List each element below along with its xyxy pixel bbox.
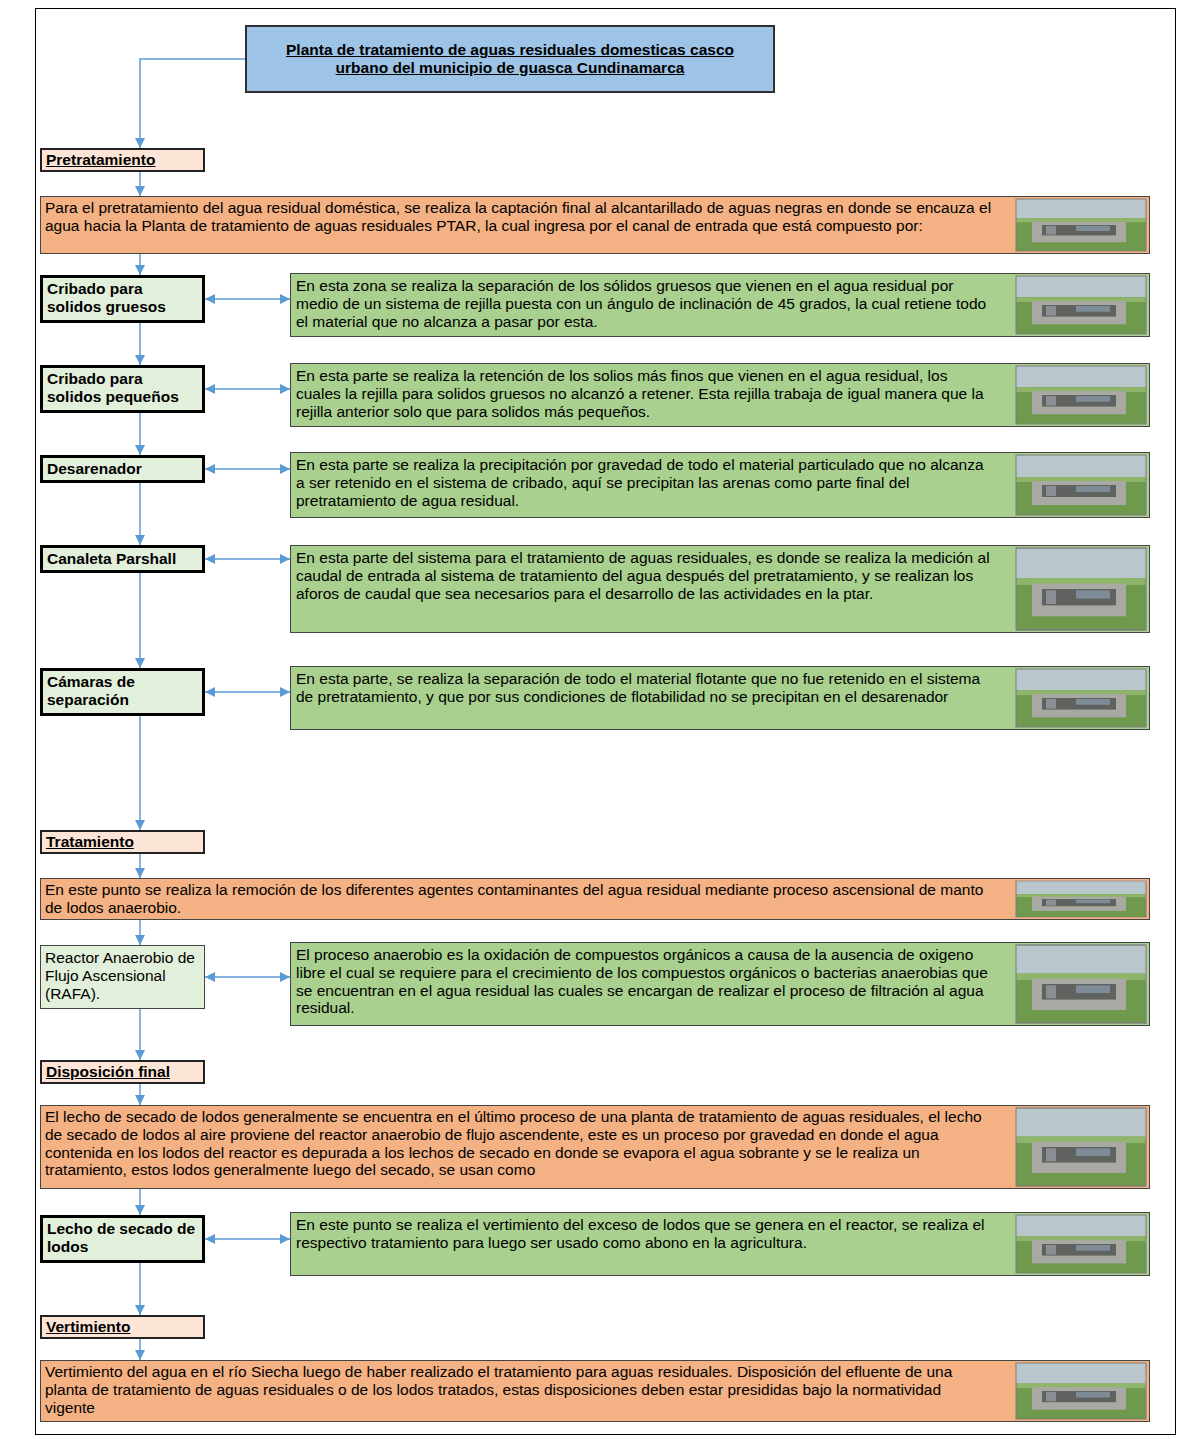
- flow-arrow: [139, 483, 141, 545]
- stage-description: Vertimiento del agua en el río Siecha lu…: [40, 1360, 1150, 1422]
- photo-illustration: [1016, 881, 1146, 917]
- stage-header: Disposición final: [40, 1060, 205, 1084]
- flow-arrow: [205, 976, 290, 978]
- flow-arrow: [205, 558, 290, 560]
- process-box: Cribado para solidos gruesos: [40, 275, 205, 323]
- stage-header: Pretratamiento: [40, 148, 205, 172]
- process-description: El proceso anaerobio es la oxidación de …: [290, 942, 1150, 1026]
- flow-arrow: [139, 413, 141, 455]
- flow-arrow: [139, 716, 141, 830]
- node-text: En este punto se realiza el vertimiento …: [296, 1216, 995, 1252]
- node-text: En esta parte se realiza la retención de…: [296, 367, 995, 420]
- process-description: En esta parte, se realiza la separación …: [290, 666, 1150, 730]
- node-text: Cámaras de separación: [47, 673, 198, 709]
- flow-arrow: [139, 1009, 141, 1060]
- flow-arrow: [205, 468, 290, 470]
- photo-illustration: [1016, 1215, 1146, 1273]
- photo-illustration: [1016, 1363, 1146, 1419]
- node-text: Canaleta Parshall: [47, 550, 198, 568]
- node-text: Planta de tratamiento de aguas residuale…: [261, 41, 759, 77]
- photo-illustration: [1016, 199, 1146, 251]
- stage-description: Para el pretratamiento del agua residual…: [40, 196, 1150, 254]
- photo-illustration: [1016, 1108, 1146, 1186]
- node-text: Vertimiento del agua en el río Siecha lu…: [45, 1363, 995, 1416]
- photo-illustration: [1016, 276, 1146, 334]
- photo-illustration: [1016, 548, 1146, 630]
- flow-arrow: [139, 1263, 141, 1315]
- node-text: En esta parte del sistema para el tratam…: [296, 549, 995, 602]
- stage-header: Vertimiento: [40, 1315, 205, 1339]
- node-text: Pretratamiento: [46, 151, 199, 169]
- process-description: En esta parte se realiza la retención de…: [290, 363, 1150, 427]
- process-box: Lecho de secado de lodos: [40, 1215, 205, 1263]
- flow-arrow: [139, 854, 141, 878]
- flow-arrow: [139, 920, 141, 945]
- flow-arrow: [139, 323, 141, 365]
- flow-arrow: [139, 172, 141, 196]
- photo-illustration: [1016, 366, 1146, 424]
- flow-arrow: [205, 298, 290, 300]
- node-text: Tratamiento: [46, 833, 199, 851]
- flow-arrow: [139, 573, 141, 668]
- node-text: El proceso anaerobio es la oxidación de …: [296, 946, 995, 1017]
- flow-arrow: [139, 1084, 141, 1105]
- process-box: Canaleta Parshall: [40, 545, 205, 573]
- process-description: En esta parte del sistema para el tratam…: [290, 545, 1150, 633]
- node-text: En este punto se realiza la remoción de …: [45, 881, 995, 917]
- node-text: Disposición final: [46, 1063, 199, 1081]
- node-text: Cribado para solidos pequeños: [47, 370, 198, 406]
- flow-arrow: [205, 1238, 290, 1240]
- photo-illustration: [1016, 945, 1146, 1023]
- process-box: Desarenador: [40, 455, 205, 483]
- page-frame: [36, 9, 1176, 1435]
- flow-arrow: [139, 1189, 141, 1215]
- stage-description: El lecho de secado de lodos generalmente…: [40, 1105, 1150, 1189]
- stage-header: Tratamiento: [40, 830, 205, 854]
- stage-description: En este punto se realiza la remoción de …: [40, 878, 1150, 920]
- flow-arrow: [205, 388, 290, 390]
- node-text: En esta parte, se realiza la separación …: [296, 670, 995, 706]
- flow-arrow: [139, 254, 141, 275]
- photo-illustration: [1016, 455, 1146, 515]
- node-text: Cribado para solidos gruesos: [47, 280, 198, 316]
- node-text: Desarenador: [47, 460, 198, 478]
- process-box: Cámaras de separación: [40, 668, 205, 716]
- node-text: El lecho de secado de lodos generalmente…: [45, 1108, 995, 1179]
- node-text: Lecho de secado de lodos: [47, 1220, 198, 1256]
- process-description: En este punto se realiza el vertimiento …: [290, 1212, 1150, 1276]
- node-text: En esta parte se realiza la precipitació…: [296, 456, 995, 509]
- process-description: En esta parte se realiza la precipitació…: [290, 452, 1150, 518]
- node-text: En esta zona se realiza la separación de…: [296, 277, 995, 330]
- node-text: Vertimiento: [46, 1318, 199, 1336]
- flow-arrow: [205, 691, 290, 693]
- photo-illustration: [1016, 669, 1146, 727]
- process-description: En esta zona se realiza la separación de…: [290, 273, 1150, 337]
- process-box: Cribado para solidos pequeños: [40, 365, 205, 413]
- node-text: Para el pretratamiento del agua residual…: [45, 199, 995, 235]
- process-box: Reactor Anaerobio de Flujo Ascensional (…: [40, 945, 205, 1009]
- node-text: Reactor Anaerobio de Flujo Ascensional (…: [45, 949, 200, 1002]
- flow-arrow: [139, 1339, 141, 1360]
- title-box: Planta de tratamiento de aguas residuale…: [245, 25, 775, 93]
- flow-arrow: [140, 59, 245, 148]
